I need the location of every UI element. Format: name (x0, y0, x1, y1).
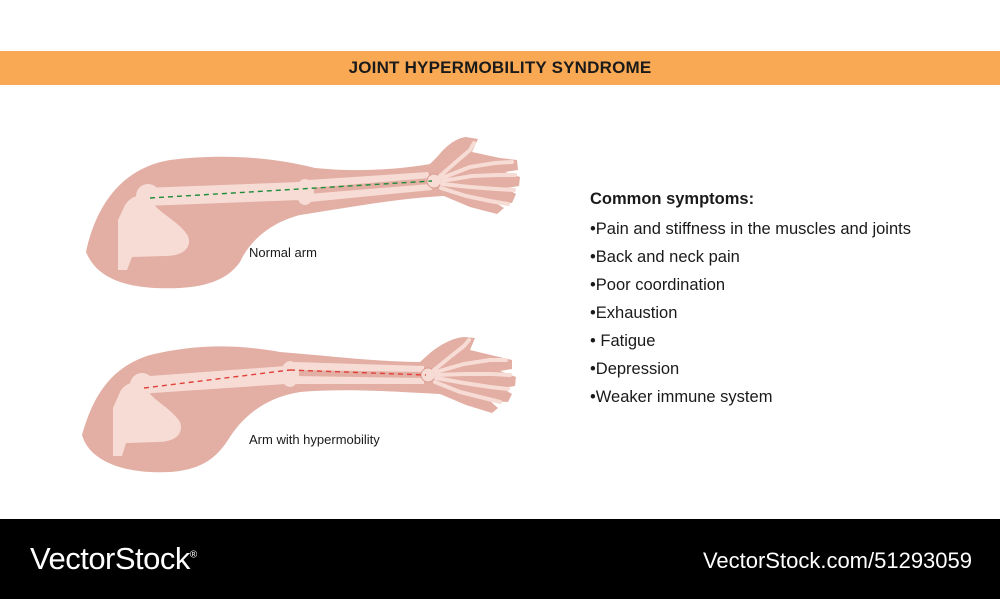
symptom-list: •Pain and stiffness in the muscles and j… (590, 215, 990, 411)
hypermobile-humerus-bone (136, 366, 292, 394)
hypermobile-arm-illustration (82, 337, 516, 473)
hypermobile-scapula-bone (113, 382, 182, 456)
symptom-item: •Exhaustion (590, 304, 678, 322)
normal-ulna-bone (308, 184, 432, 202)
trademark-symbol: ® (189, 549, 197, 561)
normal-radius-bone (308, 172, 430, 188)
normal-arm-illustration (86, 137, 520, 289)
hypermobile-hand-bones (432, 338, 512, 404)
normal-arm-label: Normal arm (249, 245, 317, 260)
page-title: JOINT HYPERMOBILITY SYNDROME (348, 58, 652, 77)
symptom-item: •Poor coordination (590, 276, 726, 294)
symptom-item: •Weaker immune system (590, 388, 773, 406)
hypermobile-ulna-bone (294, 376, 424, 384)
normal-alignment-line (149, 180, 433, 199)
hypermobile-radius-bone (294, 362, 424, 372)
normal-scapula-bone (118, 195, 190, 270)
brand-logo: VectorStock® (30, 541, 197, 577)
symptoms-panel: Common symptoms: •Pain and stiffness in … (590, 190, 990, 411)
hypermobile-alignment-line (143, 369, 291, 389)
hypermobile-forearm-line (289, 369, 427, 376)
symptom-item: •Depression (590, 360, 680, 378)
brand-name: VectorStock (30, 541, 190, 576)
symptom-item: •Back and neck pain (590, 248, 740, 266)
stock-id-link[interactable]: VectorStock.com/51293059 (702, 548, 972, 573)
title-bar: JOINT HYPERMOBILITY SYNDROME (0, 51, 1000, 85)
symptoms-heading: Common symptoms: (590, 190, 755, 208)
symptom-item: • Fatigue (590, 332, 656, 350)
normal-hand-bones (438, 141, 517, 206)
symptom-item: •Pain and stiffness in the muscles and j… (590, 220, 911, 238)
hypermobile-arm-label: Arm with hypermobility (249, 432, 380, 447)
footer-bar: VectorStock® VectorStock.com/51293059 (0, 519, 1000, 599)
